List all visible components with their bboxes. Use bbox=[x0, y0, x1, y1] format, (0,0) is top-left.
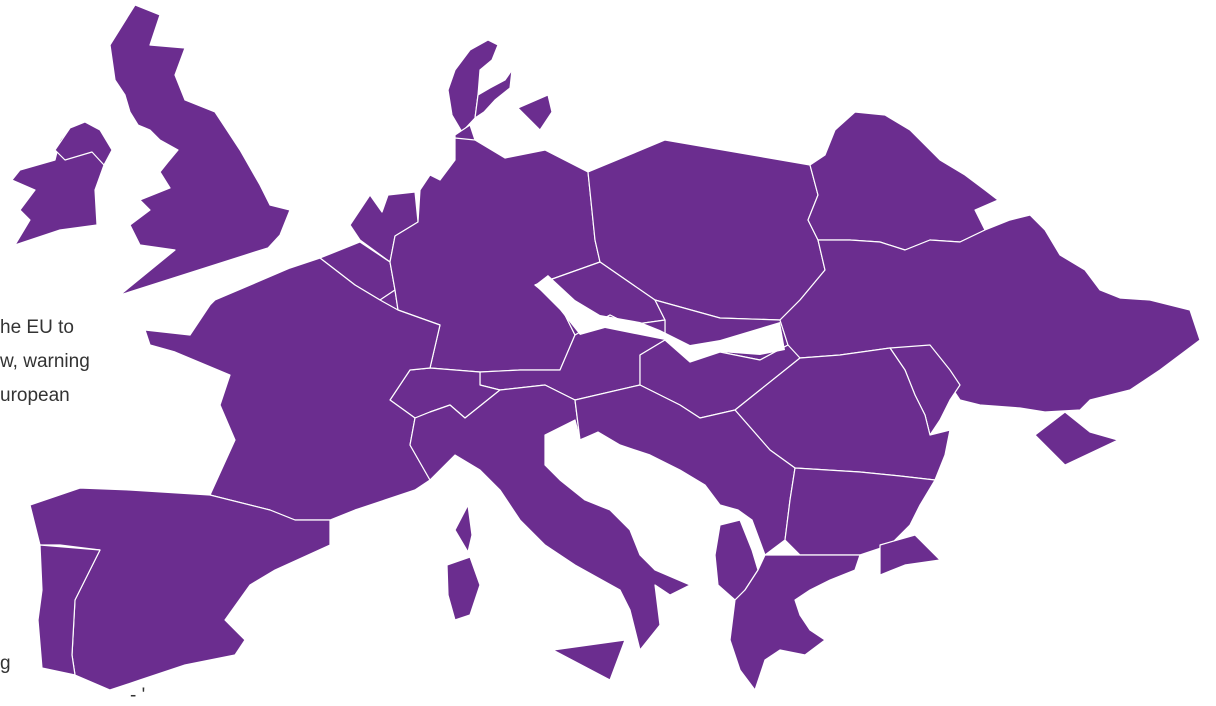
country-baltics[interactable] bbox=[807, 111, 999, 251]
caption-line-2: w, warning bbox=[0, 351, 90, 372]
country-italy[interactable] bbox=[409, 384, 691, 651]
country-balkans-west[interactable] bbox=[574, 384, 796, 556]
country-norway-tip[interactable] bbox=[447, 39, 499, 133]
caption-line-1: he EU to bbox=[0, 317, 74, 338]
country-northern-ireland[interactable] bbox=[54, 121, 113, 166]
country-sweden-tip[interactable] bbox=[474, 69, 513, 119]
country-netherlands[interactable] bbox=[349, 191, 419, 263]
country-sardinia[interactable] bbox=[454, 504, 473, 553]
country-denmark-island[interactable] bbox=[517, 94, 553, 131]
country-corsica[interactable] bbox=[446, 556, 481, 621]
country-portugal[interactable] bbox=[37, 544, 101, 676]
countries-group bbox=[11, 4, 1201, 691]
country-greece[interactable] bbox=[729, 554, 861, 691]
country-sicily[interactable] bbox=[552, 639, 626, 681]
country-great-britain[interactable] bbox=[109, 4, 291, 296]
water-baltic-gap bbox=[535, 275, 785, 362]
caption-line-4: g bbox=[0, 653, 11, 674]
country-crimea[interactable] bbox=[1034, 411, 1119, 466]
country-bulgaria[interactable] bbox=[784, 467, 936, 556]
country-france[interactable] bbox=[144, 257, 441, 521]
caption-line-5: - ' bbox=[130, 685, 146, 706]
water-adriatic-gap bbox=[578, 432, 720, 545]
country-turkey-european[interactable] bbox=[879, 534, 941, 576]
caption-line-3: uropean bbox=[0, 385, 70, 406]
